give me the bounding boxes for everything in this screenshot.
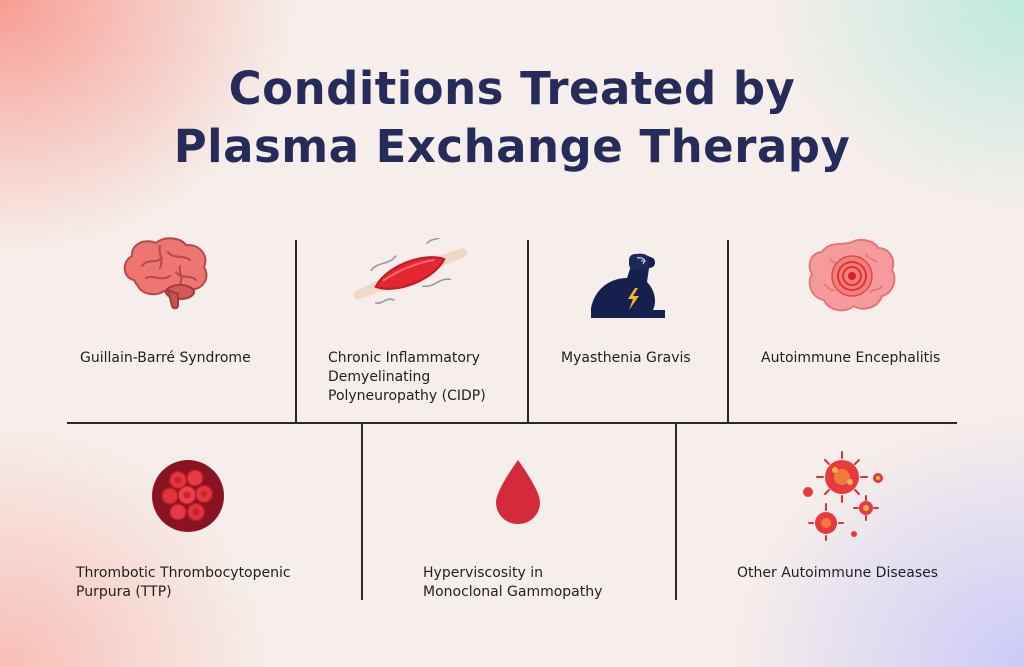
divider-vertical — [675, 423, 677, 600]
condition-label: Guillain-Barré Syndrome — [80, 349, 251, 368]
condition-label: Myasthenia Gravis — [561, 349, 691, 368]
page-title: Conditions Treated by Plasma Exchange Th… — [0, 60, 1024, 176]
condition-label-line: Thrombotic Thrombocytopenic — [76, 565, 291, 581]
condition-label-line: Autoimmune Encephalitis — [761, 350, 941, 366]
muscle-fiber-icon — [353, 238, 468, 304]
condition-label-line: Purpura (TTP) — [76, 584, 172, 600]
condition-label: Autoimmune Encephalitis — [761, 349, 940, 368]
condition-label-line: Hyperviscosity in — [423, 565, 543, 581]
condition-label: Hyperviscosity in Monoclonal Gammopathy — [423, 564, 602, 602]
condition-label-line: Demyelinating — [328, 369, 431, 385]
condition-label-line: Polyneuropathy (CIDP) — [328, 388, 486, 404]
condition-label-line: Myasthenia Gravis — [561, 350, 691, 366]
condition-label-line: Guillain-Barré Syndrome — [80, 350, 251, 366]
title-line-1: Conditions Treated by — [228, 62, 796, 115]
divider-vertical — [527, 240, 529, 423]
condition-label-line: Chronic Inflammatory — [328, 350, 480, 366]
brain-icon — [123, 237, 208, 310]
condition-label-line: Monoclonal Gammopathy — [423, 584, 603, 600]
divider-horizontal — [67, 422, 957, 424]
divider-vertical — [295, 240, 297, 423]
condition-label: Other Autoimmune Diseases — [737, 564, 938, 583]
condition-label-line: Other Autoimmune Diseases — [737, 565, 939, 581]
condition-label: Thrombotic Thrombocytopenic Purpura (TTP… — [76, 564, 291, 602]
virus-icon — [803, 451, 883, 541]
divider-vertical — [361, 423, 363, 600]
inflamed-tissue-icon — [808, 239, 896, 312]
blood-drop-icon — [496, 460, 540, 524]
condition-label: Chronic Inflammatory Demyelinating Polyn… — [328, 349, 486, 406]
title-line-2: Plasma Exchange Therapy — [173, 120, 851, 173]
flexed-arm-icon — [591, 253, 665, 318]
blood-cells-icon — [152, 460, 224, 532]
divider-vertical — [727, 240, 729, 423]
